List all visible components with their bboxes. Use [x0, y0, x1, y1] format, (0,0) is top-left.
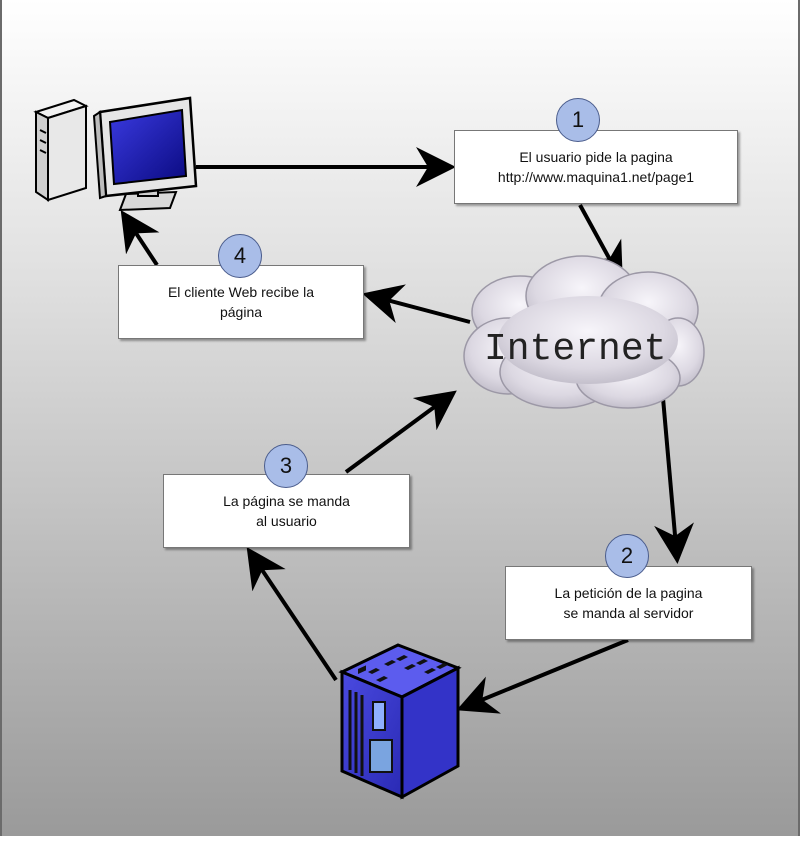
step-2-line-2: se manda al servidor — [563, 605, 694, 621]
arrow-step4-to-client — [120, 209, 160, 267]
step-4-line-2: página — [219, 304, 263, 320]
step-badge-3: 3 — [264, 444, 308, 488]
step-2-line-1: La petición de la pagina — [554, 585, 703, 601]
step-1-line-1: El usuario pide la pagina — [519, 149, 673, 165]
step-3-line-1: La página se manda — [223, 493, 350, 509]
step-box-1: El usuario pide la pagina http://www.maq… — [454, 130, 738, 204]
server-icon — [338, 643, 462, 800]
arrow-server-to-step3 — [246, 547, 338, 682]
step-3-line-2: al usuario — [256, 513, 317, 529]
arrow-step2-to-server — [456, 638, 629, 714]
flow-arrows — [120, 147, 694, 714]
bottom-margin — [0, 836, 800, 842]
step-badge-4: 4 — [218, 234, 262, 278]
step-badge-1: 1 — [556, 98, 600, 142]
arrow-internet-to-step2 — [654, 397, 694, 564]
step-badge-2: 2 — [605, 534, 649, 578]
internet-label: Internet — [484, 328, 667, 371]
step-4-line-1: El cliente Web recibe la — [167, 284, 315, 300]
desktop-computer-icon — [33, 96, 198, 212]
step-1-line-2: http://www.maquina1.net/page1 — [497, 169, 695, 185]
arrow-internet-to-step4 — [362, 284, 471, 324]
cloud-icon — [463, 255, 705, 409]
arrow-step3-to-internet — [344, 390, 457, 474]
